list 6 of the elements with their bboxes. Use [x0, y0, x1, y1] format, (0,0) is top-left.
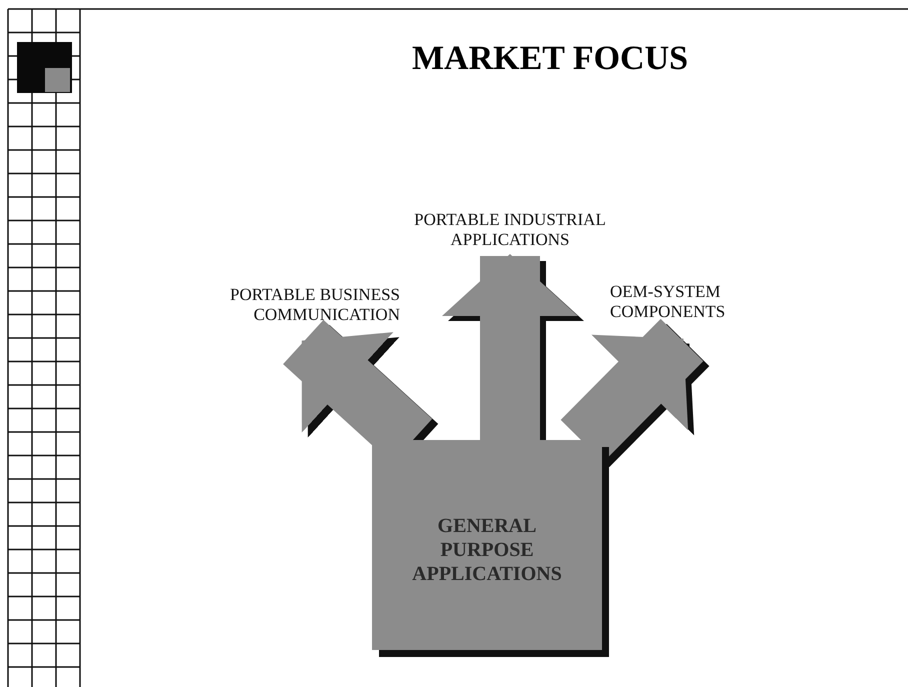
title: MARKET FOCUS: [410, 40, 690, 78]
market-label: OEM-SYSTEM COMPONENTS: [610, 282, 726, 322]
market-label: PORTABLE BUSINESS COMMUNICATION: [228, 284, 400, 326]
arrow-base-block: [372, 440, 602, 650]
market-label: PORTABLE INDUSTRIAL APPLICATIONS: [413, 210, 607, 250]
node-text: GENERAL PURPOSE APPLICATIONS: [411, 514, 563, 586]
